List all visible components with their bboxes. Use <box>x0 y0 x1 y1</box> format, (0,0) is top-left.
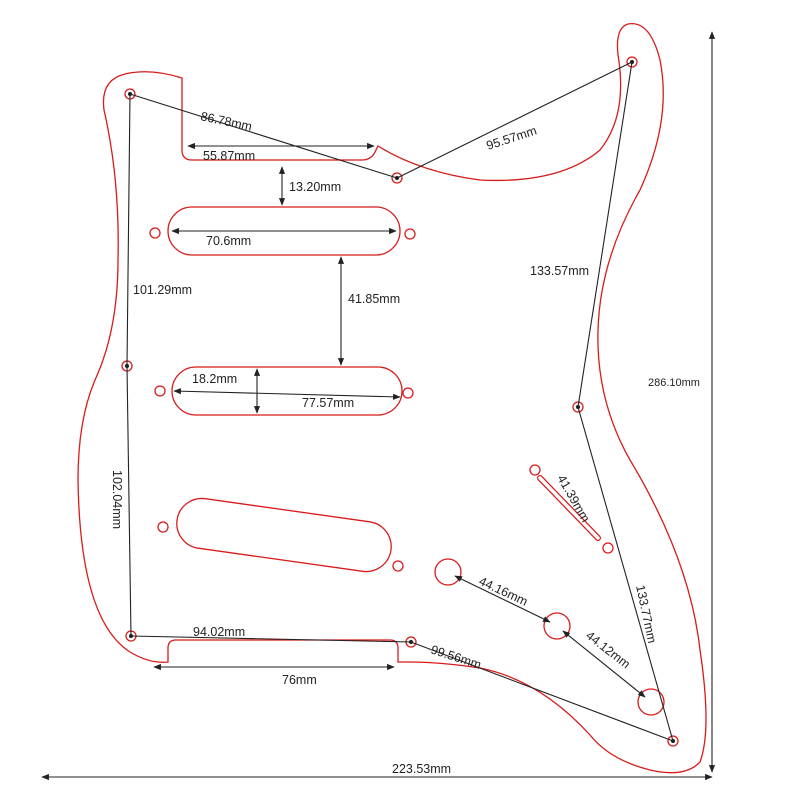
switch-slot <box>537 475 601 541</box>
label-left-lower-edge: 102.04mm <box>110 470 124 529</box>
label-bottom-notch-width: 94.02mm <box>193 625 245 639</box>
volume-knob-hole <box>434 558 462 586</box>
label-notch-to-top-right: 95.57mm <box>485 123 539 152</box>
label-bottom-cutout: 76mm <box>282 673 317 687</box>
tone-knob-hole-1 <box>543 612 571 640</box>
label-overall-width: 223.53mm <box>392 762 451 776</box>
neck-pickup-cutout <box>167 206 401 256</box>
pickguard-outline <box>77 23 707 774</box>
label-neck-pocket-width: 55.87mm <box>203 149 255 163</box>
label-pickup-height: 18.2mm <box>192 372 237 386</box>
label-left-upper-edge: 101.29mm <box>133 283 192 297</box>
label-bottom-diagonal: 99.56mm <box>429 643 483 672</box>
label-top-left-to-notch: 86.78mm <box>199 109 253 134</box>
label-overall-height: 286.10mm <box>648 377 700 389</box>
label-neck-to-pickup-gap: 13.20mm <box>289 180 341 194</box>
label-knob-spacing-2: 44.12mm <box>583 628 633 671</box>
bridge-pickup-cutout <box>176 497 392 573</box>
label-neck-pickup-length: 70.6mm <box>206 234 251 248</box>
label-middle-pickup-length: 77.57mm <box>302 396 354 410</box>
middle-pickup-cutout <box>171 366 403 416</box>
tone-knob-hole-2 <box>637 688 665 716</box>
dimension-lines <box>41 31 716 781</box>
label-right-upper-edge: 133.57mm <box>530 264 589 278</box>
label-knob-spacing-1: 44.16mm <box>477 574 530 609</box>
label-pickup-spacing: 41.85mm <box>348 292 400 306</box>
